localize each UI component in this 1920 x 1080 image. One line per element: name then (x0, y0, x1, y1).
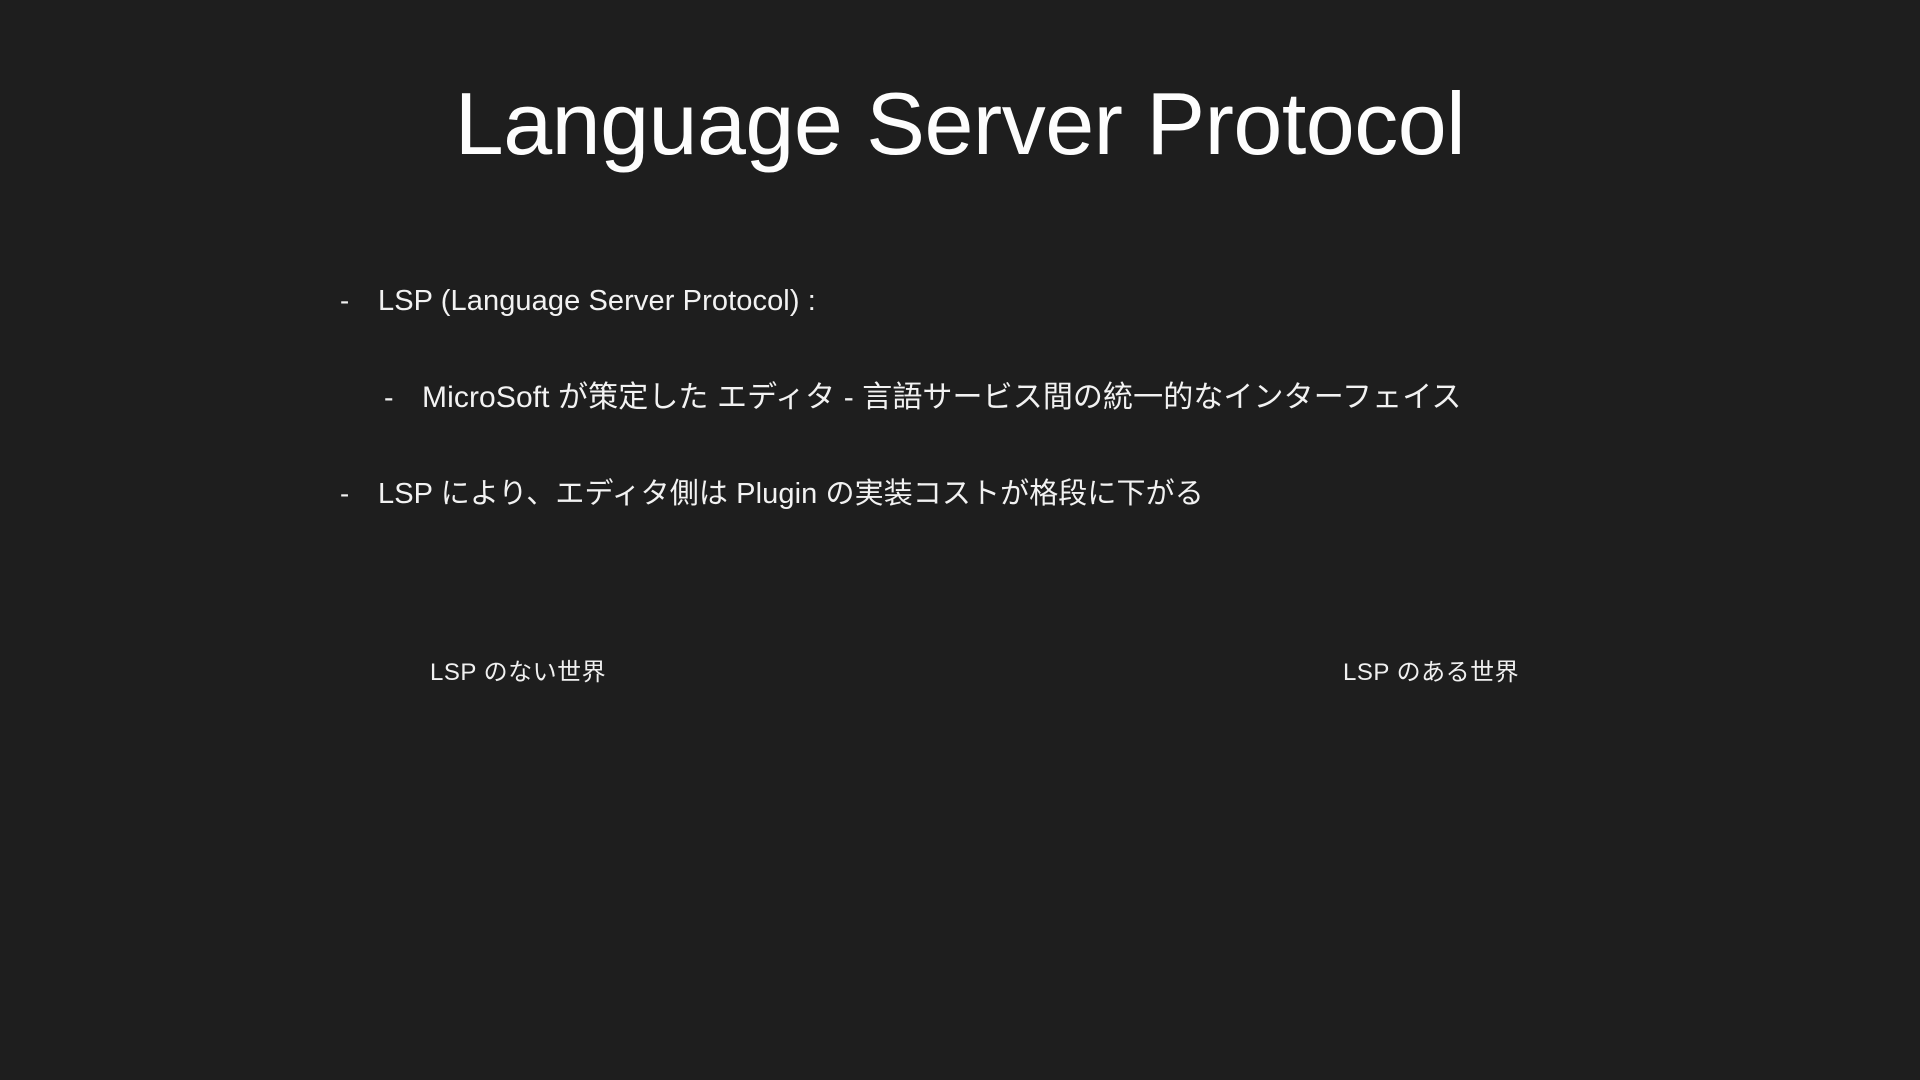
diagram-caption-right: LSP のある世界 (1343, 659, 1520, 686)
bullet-marker: - (340, 478, 350, 509)
bullet-text: LSP により、エディタ側は Plugin の実装コストが格段に下がる (378, 478, 1204, 510)
bullet-text: LSP (Language Server Protocol) : (378, 285, 816, 317)
diagram-svg: Editor X Editor Y Language A Language B (0, 630, 1920, 1080)
list-item: - LSP (Language Server Protocol) : (340, 285, 1840, 318)
bullet-list: - LSP (Language Server Protocol) : - Mic… (340, 285, 1840, 566)
diagram-caption-left: LSP のない世界 (430, 659, 607, 686)
list-item: - MicroSoft が策定した エディタ - 言語サービス間の統一的なインタ… (340, 372, 1840, 416)
bullet-marker: - (340, 285, 350, 316)
page-title: Language Server Protocol (454, 74, 1466, 173)
list-item: - LSP により、エディタ側は Plugin の実装コストが格段に下がる (340, 470, 1840, 512)
bullet-marker: - (384, 382, 394, 414)
bullet-text: MicroSoft が策定した エディタ - 言語サービス間の統一的なインターフ… (422, 381, 1462, 414)
diagram-area: LSP のない世界 LSP のある世界 Editor (0, 630, 1920, 1080)
